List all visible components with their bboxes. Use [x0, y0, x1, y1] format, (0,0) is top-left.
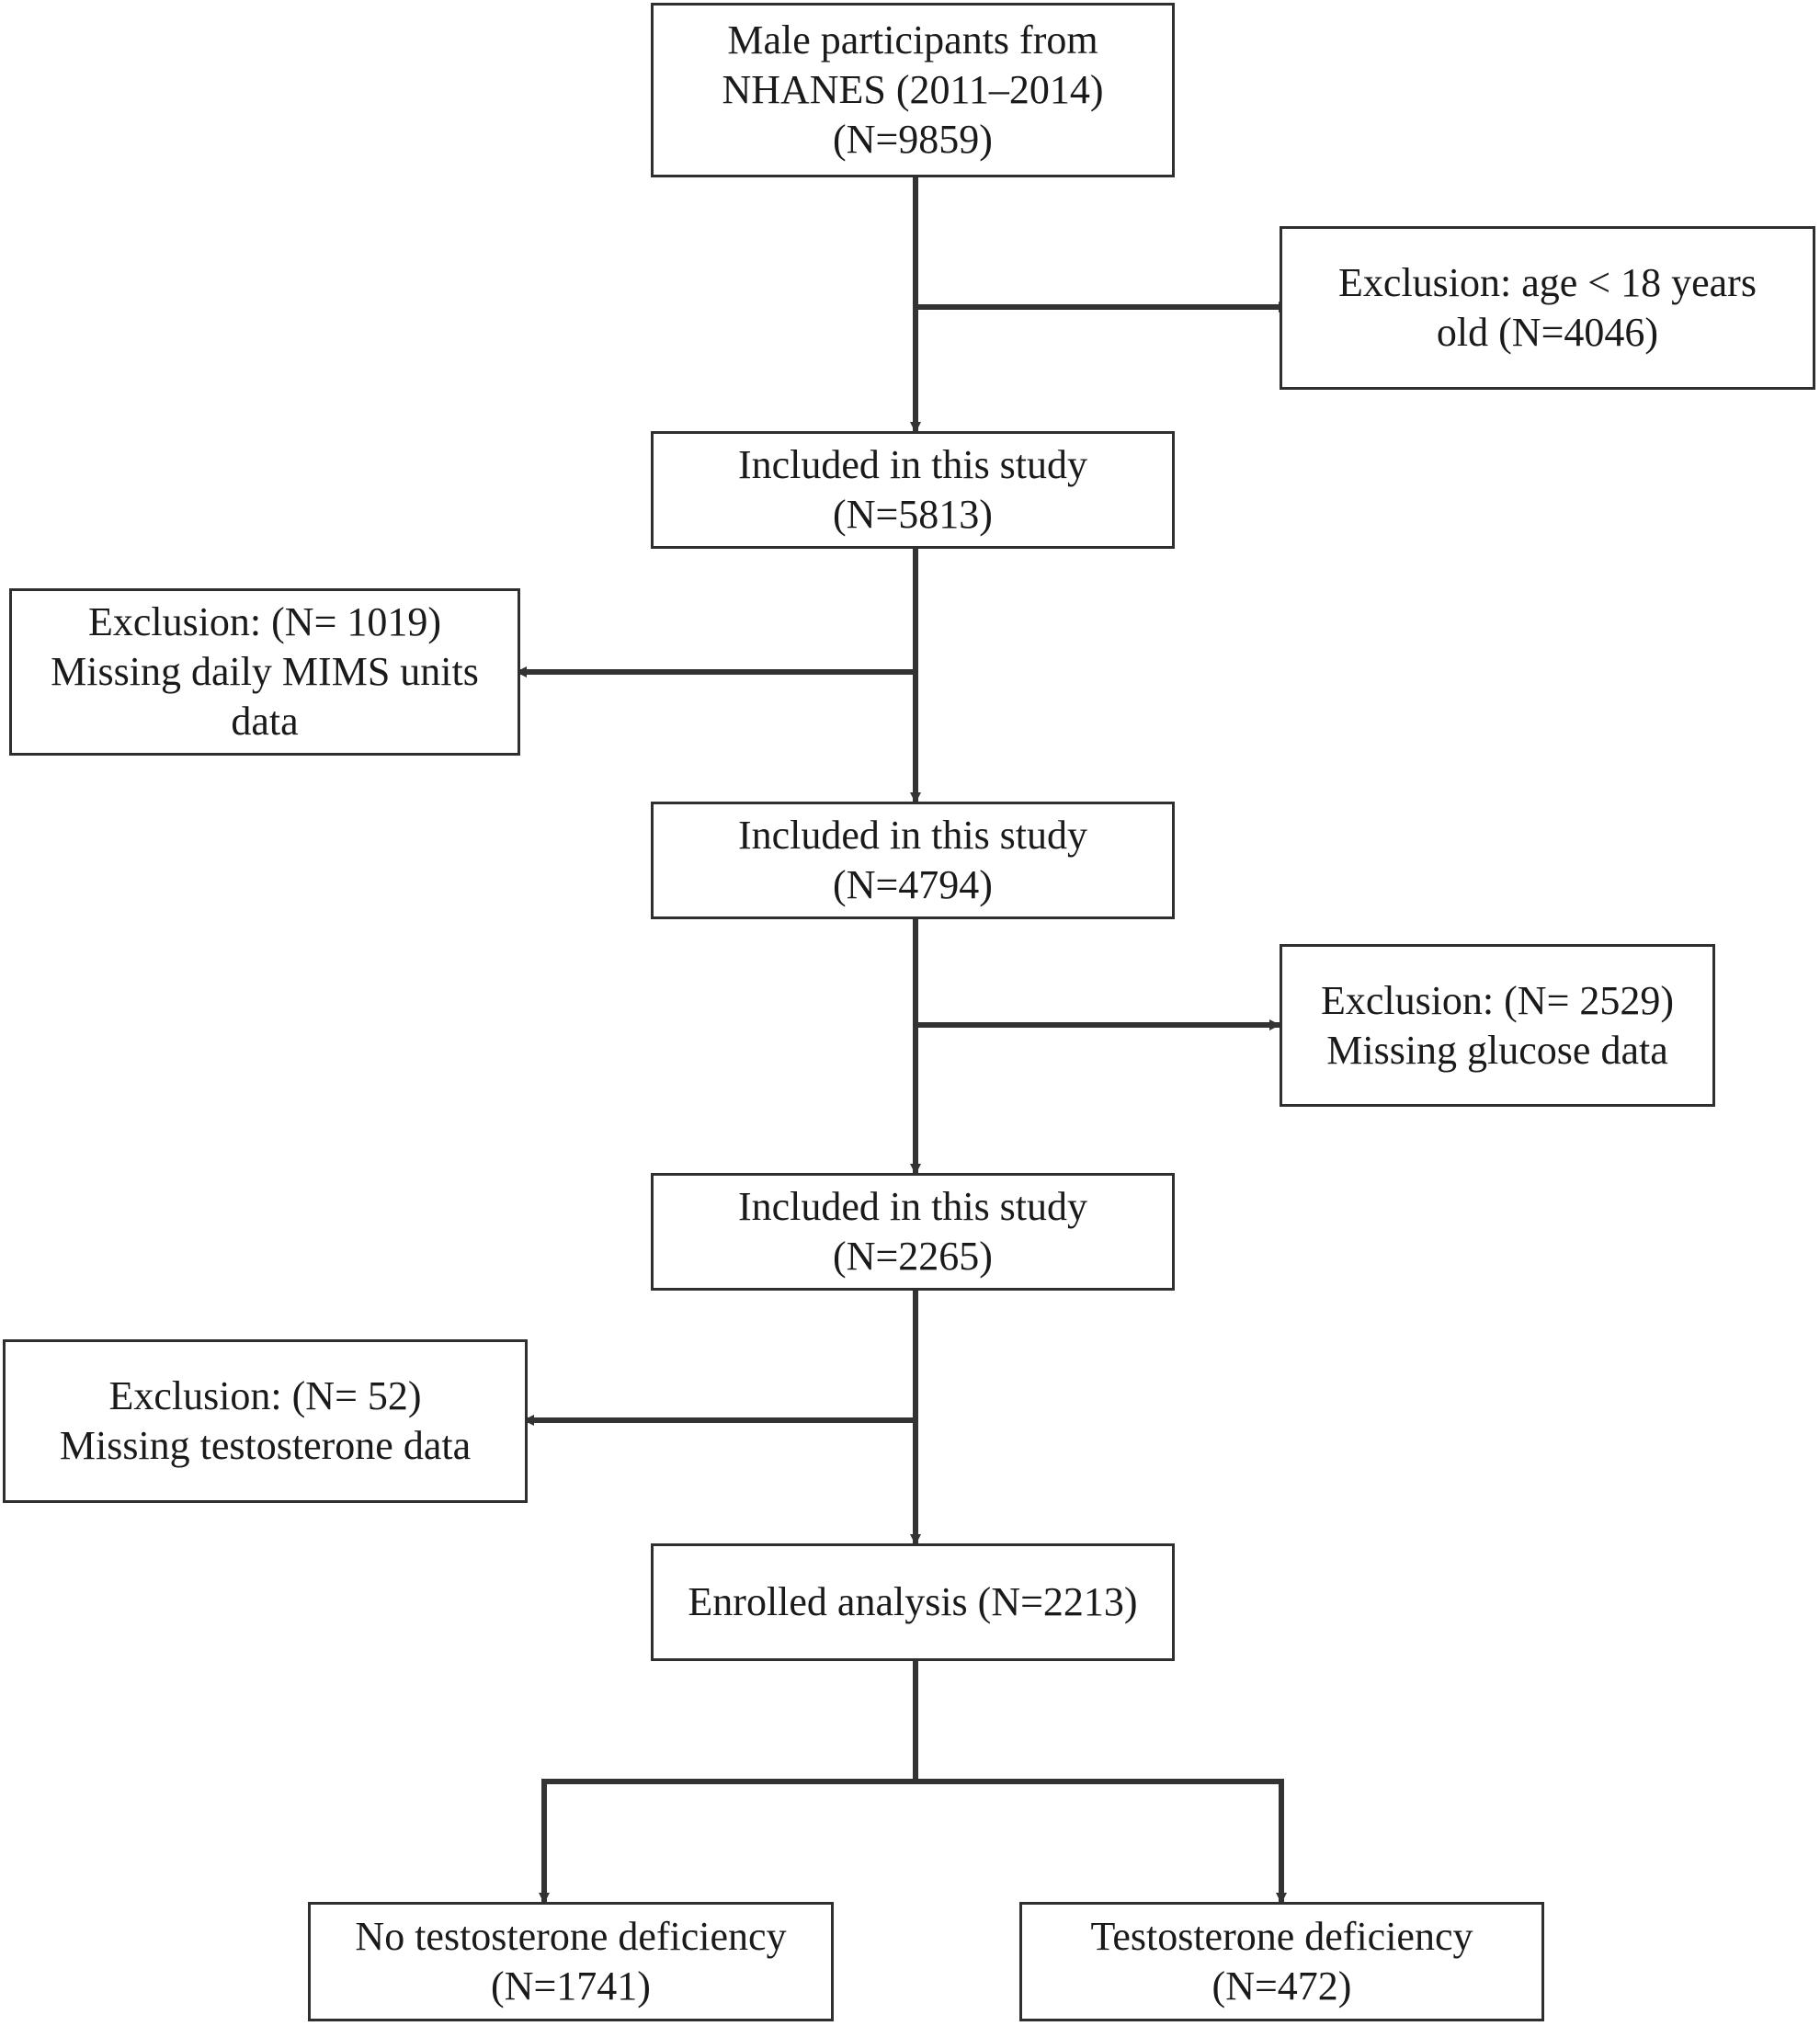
box-exclusion-age-text: Exclusion: age < 18 years old (N=4046) — [1338, 260, 1757, 355]
box-included-2265: Included in this study (N=2265) — [651, 1173, 1175, 1291]
arrow-to-no-deficiency — [539, 1660, 918, 1904]
box-exclusion-testosterone: Exclusion: (N= 52) Missing testosterone … — [3, 1339, 528, 1503]
box-included-4794: Included in this study (N=4794) — [651, 802, 1175, 919]
box-included-5813: Included in this study (N=5813) — [651, 431, 1175, 549]
box-no-testosterone-deficiency-text: No testosterone deficiency (N=1741) — [355, 1914, 787, 2009]
arrow-to-deficiency — [916, 1779, 1287, 1904]
box-exclusion-glucose: Exclusion: (N= 2529) Missing glucose dat… — [1280, 944, 1715, 1107]
box-testosterone-deficiency: Testosterone deficiency (N=472) — [1019, 1902, 1544, 2021]
box-no-testosterone-deficiency: No testosterone deficiency (N=1741) — [308, 1902, 834, 2021]
box-included-2265-text: Included in this study (N=2265) — [737, 1184, 1088, 1279]
box-enrolled-analysis-text: Enrolled analysis (N=2213) — [688, 1579, 1138, 1624]
box-included-5813-text: Included in this study (N=5813) — [737, 442, 1088, 537]
box-exclusion-mims-text: Exclusion: (N= 1019) Missing daily MIMS … — [51, 599, 479, 744]
box-exclusion-testosterone-text: Exclusion: (N= 52) Missing testosterone … — [59, 1373, 472, 1468]
box-testosterone-deficiency-text: Testosterone deficiency (N=472) — [1090, 1914, 1473, 2009]
box-exclusion-glucose-text: Exclusion: (N= 2529) Missing glucose dat… — [1320, 977, 1675, 1073]
box-included-4794-text: Included in this study (N=4794) — [737, 813, 1088, 907]
box-exclusion-age: Exclusion: age < 18 years old (N=4046) — [1280, 226, 1815, 390]
box-male-participants: Male participants from NHANES (2011–2014… — [651, 3, 1175, 177]
box-male-participants-text: Male participants from NHANES (2011–2014… — [722, 17, 1104, 162]
box-enrolled-analysis: Enrolled analysis (N=2213) — [651, 1543, 1175, 1661]
box-exclusion-mims: Exclusion: (N= 1019) Missing daily MIMS … — [9, 588, 520, 756]
